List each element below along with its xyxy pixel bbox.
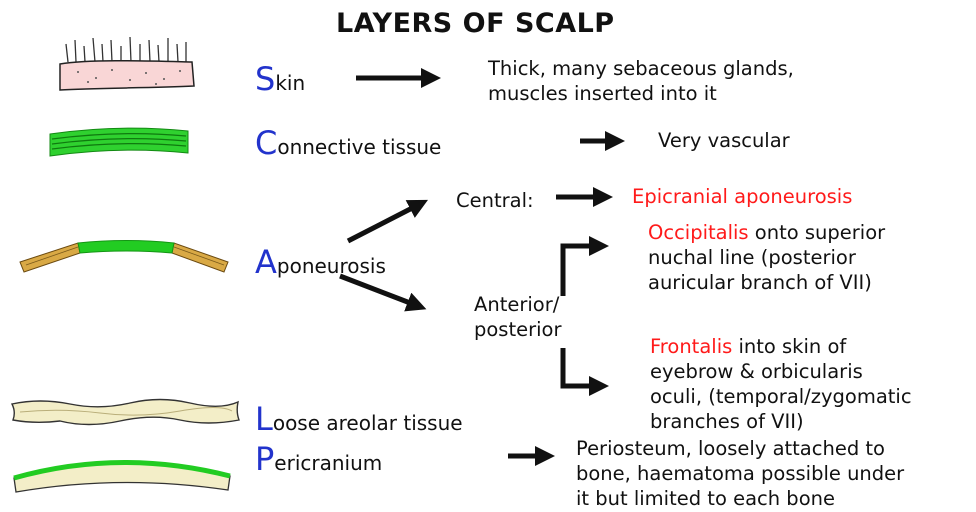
- layer-aponeurosis: Aponeurosis: [255, 243, 386, 281]
- layer-name-rest: kin: [275, 71, 305, 95]
- occipitalis-name: Occipitalis: [648, 221, 749, 244]
- connective-tissue-illustration: [50, 128, 188, 156]
- frontalis-name: Frontalis: [650, 335, 732, 358]
- connective-description: Very vascular: [658, 128, 790, 153]
- arrow-aponeurosis-central: [348, 204, 420, 241]
- pericranium-illustration: [14, 462, 230, 492]
- aponeurosis-illustration: [20, 241, 228, 273]
- layer-connective-tissue: Connective tissue: [255, 124, 441, 162]
- layer-skin: Skin: [255, 60, 305, 98]
- central-target: Epicranial aponeurosis: [632, 184, 852, 209]
- skin-illustration: [60, 37, 194, 90]
- layer-name-rest: onnective tissue: [277, 135, 441, 159]
- layer-initial: L: [255, 400, 273, 438]
- central-label: Central:: [456, 188, 534, 213]
- arrow-frontalis: [563, 348, 600, 386]
- layer-initial: C: [255, 124, 277, 162]
- layer-pericranium: Pericranium: [255, 440, 382, 478]
- anterior-posterior-label: Anterior/ posterior: [474, 292, 562, 342]
- layer-name-rest: ericranium: [274, 451, 382, 475]
- layer-name-rest: oose areolar tissue: [273, 411, 463, 435]
- occipitalis-description: Occipitalis onto superior nuchal line (p…: [648, 220, 885, 295]
- page-title: LAYERS OF SCALP: [336, 8, 615, 39]
- layer-loose-areolar: Loose areolar tissue: [255, 400, 463, 438]
- layer-initial: A: [255, 243, 277, 281]
- layer-initial: P: [255, 440, 274, 478]
- layer-initial: S: [255, 60, 275, 98]
- frontalis-description: Frontalis into skin of eyebrow & orbicul…: [650, 334, 912, 434]
- pericranium-description: Periosteum, loosely attached to bone, ha…: [576, 436, 904, 511]
- arrow-occipitalis: [563, 246, 600, 296]
- layer-name-rest: poneurosis: [277, 254, 386, 278]
- skin-description: Thick, many sebaceous glands, muscles in…: [488, 56, 794, 106]
- loose-areolar-illustration: [12, 400, 239, 425]
